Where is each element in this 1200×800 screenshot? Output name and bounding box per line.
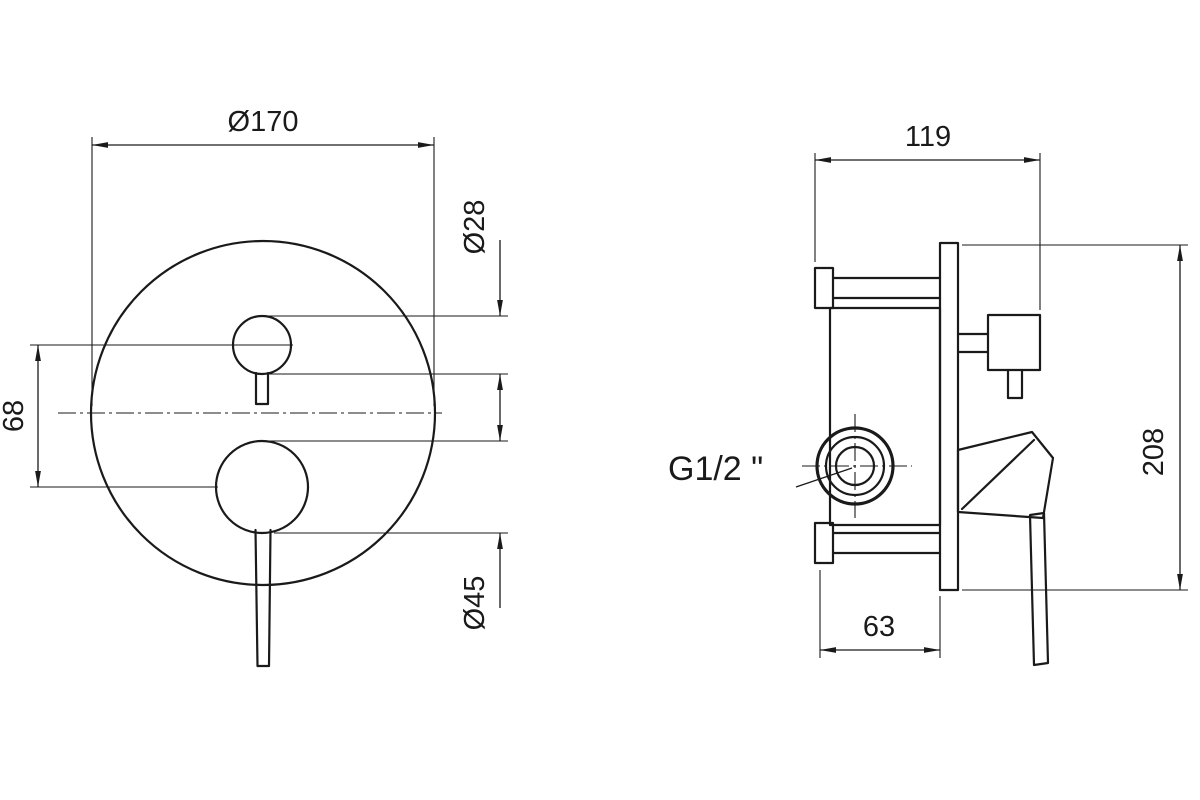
dimension-knob-and-handle-diameters: Ø28 Ø45 bbox=[266, 200, 508, 631]
center-spacing-label: 68 bbox=[0, 400, 30, 432]
handle-lever-side bbox=[1028, 511, 1050, 667]
top-inlet-flange bbox=[813, 266, 835, 310]
side-view bbox=[802, 241, 1055, 667]
outer-diameter-label: Ø170 bbox=[228, 106, 299, 138]
handle-base-outline bbox=[214, 439, 310, 535]
handle-diameter-label: Ø45 bbox=[459, 576, 491, 631]
dimension-outer-diameter: Ø170 bbox=[91, 106, 435, 406]
depth-label: 119 bbox=[905, 121, 951, 153]
faceplate-side bbox=[938, 241, 960, 592]
dimension-depth: 119 bbox=[814, 121, 1041, 310]
thread-callout: G1/2 " bbox=[668, 450, 853, 488]
thread-connection-inner bbox=[834, 445, 876, 487]
dimension-box-depth: 63 bbox=[819, 570, 941, 658]
in-wall-body bbox=[828, 306, 942, 527]
thread-label: G1/2 " bbox=[668, 450, 763, 488]
dimension-center-spacing: 68 bbox=[0, 344, 293, 488]
leader-line bbox=[795, 467, 853, 488]
thread-connection-outer bbox=[815, 426, 895, 506]
dimension-height: 208 bbox=[962, 244, 1188, 591]
knob-lower-stem bbox=[1006, 368, 1024, 400]
diverter-knob-stem bbox=[254, 371, 270, 406]
box-depth-label: 63 bbox=[863, 611, 895, 643]
knob-diameter-label: Ø28 bbox=[459, 200, 491, 255]
front-view bbox=[58, 239, 442, 668]
bottom-inlet-flange bbox=[813, 521, 835, 565]
handle-body-side bbox=[956, 430, 1055, 520]
handle-body-edge bbox=[960, 438, 1036, 511]
handle-lever bbox=[254, 528, 272, 668]
diverter-knob-side bbox=[986, 313, 1042, 372]
thread-connection-middle bbox=[824, 435, 886, 497]
height-label: 208 bbox=[1138, 428, 1170, 476]
